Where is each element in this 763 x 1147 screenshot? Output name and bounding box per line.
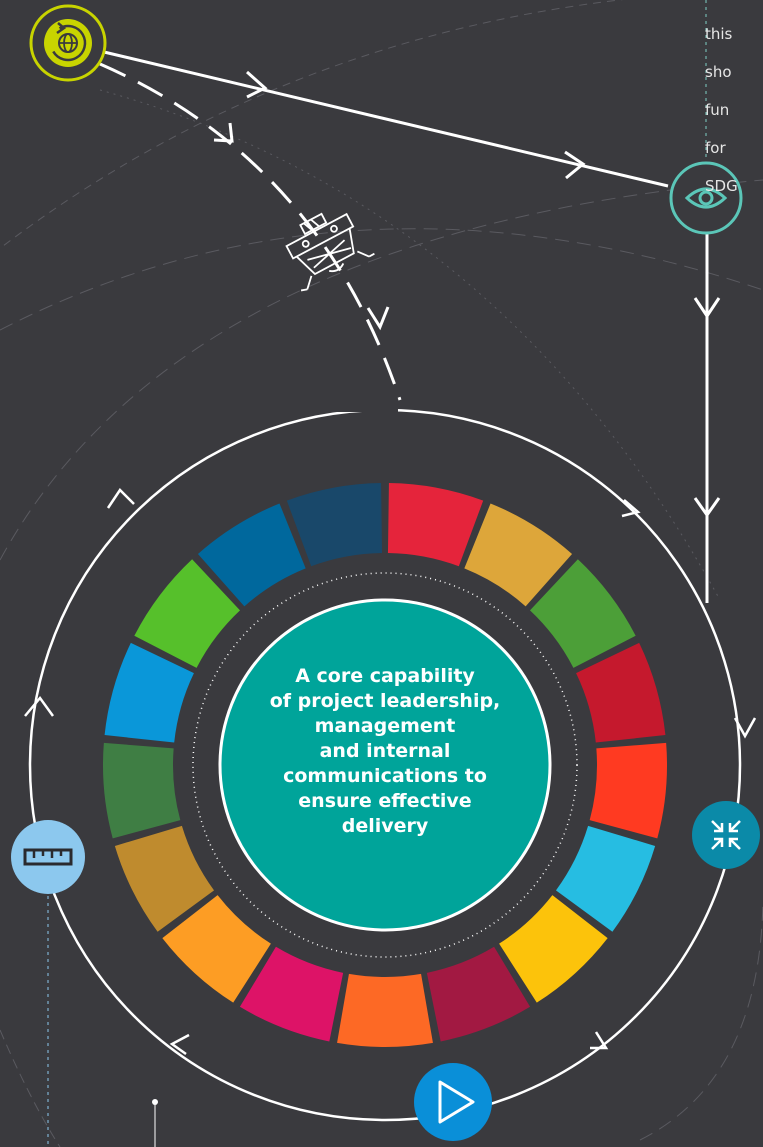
- arrow-head: [246, 70, 268, 99]
- sdg-segment: [162, 895, 271, 1003]
- sdg-segment: [337, 973, 433, 1047]
- drone-icon: [285, 212, 375, 292]
- cycle-gap: [330, 402, 398, 412]
- sdg-segment: [576, 642, 666, 743]
- sdg-segment: [499, 895, 608, 1003]
- eye-icon: [669, 161, 743, 235]
- cycle-arrow: [733, 717, 757, 739]
- sdg-segment: [286, 483, 383, 567]
- sdg-segment: [104, 642, 194, 743]
- sdg-segment: [239, 946, 344, 1042]
- cycle-arrow: [590, 1031, 609, 1050]
- center-caption-line: communications to: [283, 765, 487, 787]
- arrow-head: [564, 150, 586, 180]
- cycle-arrow: [24, 695, 55, 717]
- globe-refresh-icon: [29, 4, 107, 82]
- ruler-icon: [11, 820, 85, 894]
- arrow-head: [366, 306, 390, 331]
- cycle-arrow: [106, 488, 135, 509]
- arrow-head: [693, 497, 721, 518]
- side-note-line: fun: [705, 101, 730, 119]
- sdg-segment: [197, 503, 306, 607]
- small-pin-dot: [152, 1099, 158, 1105]
- sdg-segment: [529, 559, 636, 668]
- globe-to-wheel-dashed-connector: [99, 62, 402, 401]
- side-note-line: for: [705, 139, 726, 157]
- sdg-wheel: [102, 483, 667, 1047]
- connectors: [99, 50, 721, 603]
- side-note-line: this: [705, 25, 733, 43]
- inner-dotted-ring: [192, 572, 578, 958]
- center-caption-line: delivery: [341, 815, 429, 837]
- side-note-line: sho: [705, 63, 732, 81]
- center-caption-line: A core capability: [295, 665, 475, 687]
- sdg-segment: [589, 742, 667, 839]
- compress-icon: [692, 801, 760, 869]
- center-caption-line: and internal: [319, 740, 451, 762]
- side-note-line: SDG: [705, 177, 738, 195]
- arrow-head: [693, 297, 721, 319]
- sdg-segment: [102, 742, 181, 839]
- center-disc: [218, 598, 552, 932]
- sdg-segment: [464, 503, 573, 607]
- globe-to-eye-connector: [103, 50, 669, 188]
- sdg-segment: [387, 483, 484, 567]
- play-icon: [414, 1063, 492, 1141]
- sdg-segment: [114, 825, 215, 932]
- center-caption-line: management: [314, 715, 456, 737]
- sdg-segment: [134, 559, 241, 668]
- cycle-arrow: [169, 1033, 190, 1056]
- cycle-arrow: [621, 499, 641, 518]
- sdg-segment: [426, 946, 531, 1042]
- center-caption-line: ensure effective: [298, 790, 472, 812]
- center-caption-line: of project leadership,: [269, 690, 501, 712]
- center-caption: A core capability of project leadership,…: [252, 664, 518, 839]
- sdg-segment: [555, 825, 656, 932]
- arrow-head: [213, 122, 234, 143]
- side-note-text: this sho fun for SDG: [705, 6, 763, 215]
